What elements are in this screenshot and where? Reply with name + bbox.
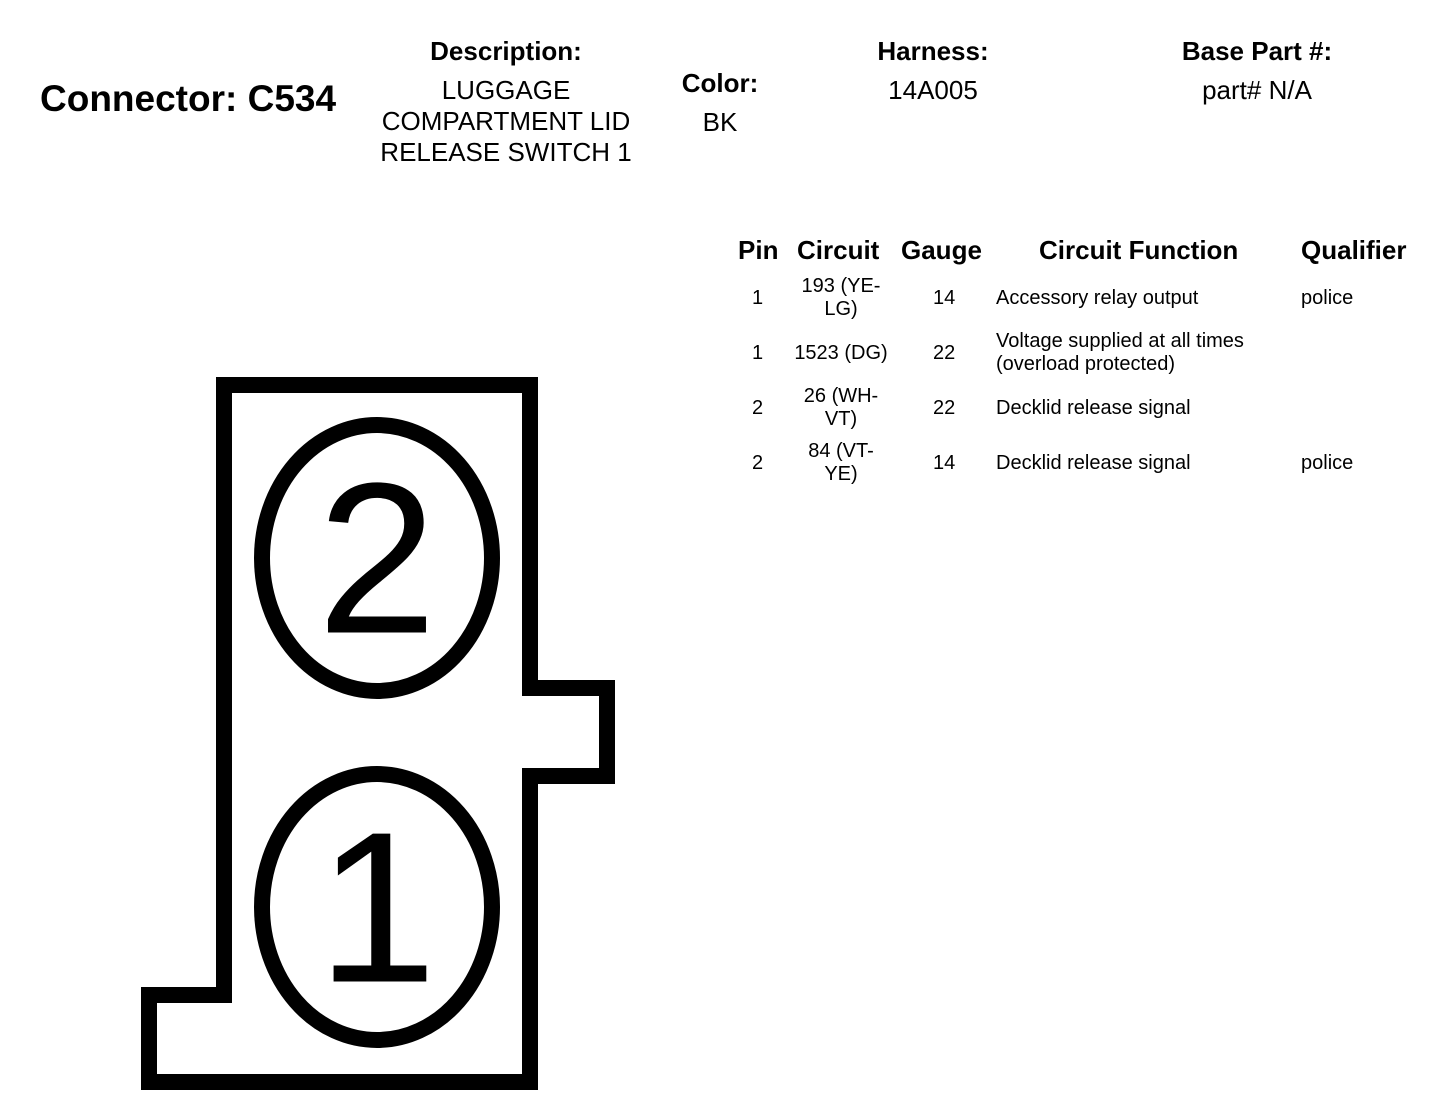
cell-function: Accessory relay output xyxy=(996,287,1199,309)
color-value: BK xyxy=(702,107,738,137)
cell-function: Decklid release signal xyxy=(996,397,1191,419)
connector-title: Connector: C534 xyxy=(40,78,337,119)
base-part-label: Base Part #: xyxy=(1181,36,1333,66)
cell-circuit-line: 1523 (DG) xyxy=(794,342,888,364)
cell-function: Decklid release signal xyxy=(996,452,1191,474)
cell-circuit-line: VT) xyxy=(824,408,858,430)
cell-circuit-line: LG) xyxy=(824,298,858,320)
cell-pin: 1 xyxy=(752,342,764,364)
cell-gauge: 14 xyxy=(933,287,956,309)
column-header-circuit-function: Circuit Function xyxy=(1039,235,1239,265)
base-part-value: part# N/A xyxy=(1202,75,1312,105)
cell-circuit-line: 84 (VT- xyxy=(808,440,874,462)
cell-circuit: 193 (YE- LG) xyxy=(791,275,891,321)
cell-circuit-line: YE) xyxy=(824,463,858,485)
pin-1-circle xyxy=(254,766,500,1048)
column-header-pin: Pin xyxy=(738,235,779,265)
description-line: COMPARTMENT LID xyxy=(381,106,631,136)
cell-function-line: (overload protected) xyxy=(996,353,1175,375)
description-value: LUGGAGE COMPARTMENT LID RELEASE SWITCH 1 xyxy=(356,75,656,168)
column-header-gauge: Gauge xyxy=(901,235,982,265)
cell-qualifier: police xyxy=(1301,287,1354,309)
column-header-qualifier: Qualifier xyxy=(1301,235,1407,265)
cell-circuit: 84 (VT- YE) xyxy=(791,440,891,486)
column-header-circuit: Circuit xyxy=(797,235,880,265)
cell-qualifier: police xyxy=(1301,452,1354,474)
cell-circuit-line: 26 (WH- xyxy=(803,385,879,407)
cell-gauge: 22 xyxy=(933,342,956,364)
cell-function: Voltage supplied at all times (overload … xyxy=(996,330,1244,376)
cell-pin: 2 xyxy=(752,452,764,474)
cell-circuit: 26 (WH- VT) xyxy=(791,385,891,431)
description-line: LUGGAGE xyxy=(441,75,571,105)
cell-pin: 1 xyxy=(752,287,764,309)
cell-gauge: 22 xyxy=(933,397,956,419)
harness-label: Harness: xyxy=(877,36,989,66)
cell-function-line: Voltage supplied at all times xyxy=(996,330,1244,352)
cell-pin: 2 xyxy=(752,397,764,419)
cell-gauge: 14 xyxy=(933,452,956,474)
description-line: RELEASE SWITCH 1 xyxy=(380,137,632,167)
description-label: Description: xyxy=(430,36,582,66)
pin-2-circle xyxy=(254,417,500,699)
color-label: Color: xyxy=(681,68,759,98)
pin-1-label: 1 xyxy=(317,787,437,1028)
cell-circuit: 1523 (DG) xyxy=(791,342,891,365)
harness-value: 14A005 xyxy=(888,75,978,105)
cell-circuit-line: 193 (YE- xyxy=(801,275,881,297)
pin-2-label: 2 xyxy=(317,438,437,679)
